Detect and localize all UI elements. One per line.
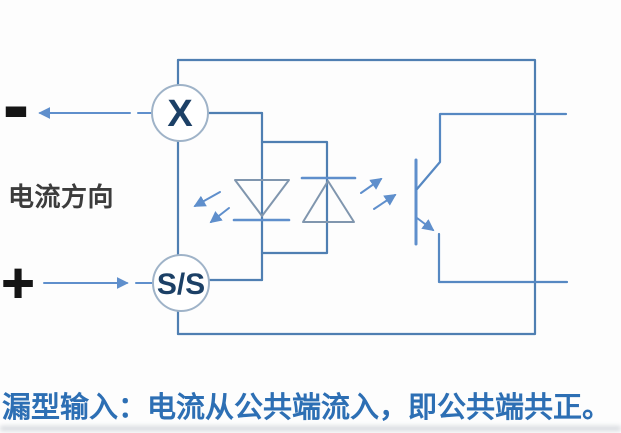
internal-wiring — [206, 111, 329, 282]
light-arrow-icon — [209, 207, 230, 224]
ss-terminal-label: S/S — [157, 268, 205, 301]
phototransistor-icon — [414, 112, 569, 284]
polarity-signs: - + — [0, 73, 37, 309]
led-down-triangle — [234, 179, 290, 217]
minus-sign: - — [4, 74, 29, 144]
caption-text: 漏型输入：电流从公共端流入，即公共端共正。 — [2, 392, 612, 424]
plus-sign: + — [0, 257, 36, 308]
ss-terminal-circle — [152, 254, 210, 312]
outer-box-top-right-bottom — [176, 58, 537, 336]
terminal-nodes: X S/S — [151, 84, 210, 312]
light-emission-arrows-right — [360, 177, 397, 210]
bottom-blur-strip — [0, 426, 621, 431]
led-up-icon — [300, 176, 357, 223]
phototransistor-emitter-wire — [437, 232, 569, 284]
phototransistor-emitter-arrow — [416, 217, 435, 232]
light-emission-arrows-left — [193, 191, 230, 224]
x-terminal-label: X — [167, 93, 193, 135]
light-arrow-icon — [360, 177, 383, 194]
led-up-triangle — [302, 180, 355, 223]
current-direction-label: 电流方向 — [8, 182, 115, 212]
terminal-arrows — [38, 107, 154, 289]
phototransistor-collector-wire — [415, 112, 568, 191]
led-pair — [193, 176, 397, 224]
inner-box — [260, 140, 329, 255]
light-arrow-icon — [193, 191, 221, 207]
light-arrow-icon — [373, 194, 397, 210]
outer-box — [176, 58, 537, 336]
x-terminal-circle — [151, 84, 209, 142]
led-down-icon — [232, 179, 291, 222]
